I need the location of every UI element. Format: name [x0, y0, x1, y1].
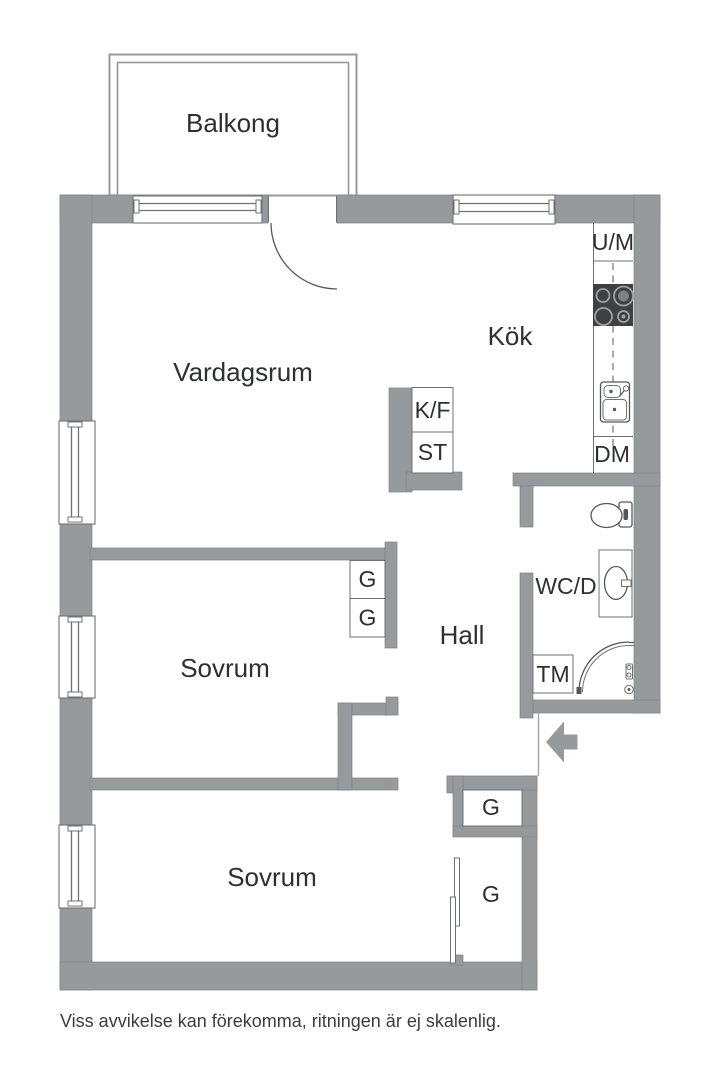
- dm-label: DM: [594, 441, 630, 467]
- kitchen-wc-wall: [512, 472, 661, 487]
- wardrobes: [349, 560, 523, 964]
- hall-west-lower-nub: [385, 696, 399, 716]
- wardrobe-label-2: G: [359, 605, 377, 631]
- balcony-window: [132, 195, 263, 224]
- bedroom-bottom-window: [58, 824, 96, 909]
- footer-disclaimer: Viss avvikelse kan förekomma, ritningen …: [60, 1011, 501, 1031]
- washbasin-icon: [598, 549, 633, 618]
- lower-right-wall: [521, 775, 538, 991]
- wardrobe-box-2: [349, 598, 386, 638]
- shower-door-handle: [576, 687, 582, 694]
- pantry-cabinets: [411, 387, 454, 474]
- entrance: [537, 713, 578, 776]
- fridge-freezer-box: [411, 387, 454, 433]
- windows: [58, 194, 556, 909]
- bottom-wall: [59, 961, 538, 991]
- kitchen-sink: [599, 381, 631, 423]
- hall-closet-box: [462, 789, 523, 827]
- balcony-door: [268, 196, 338, 290]
- hall-closet-bottom-wall: [452, 825, 538, 838]
- wc-south-wall: [532, 699, 661, 714]
- bedroom-mid-window: [58, 615, 96, 699]
- sliding-doors: [450, 857, 460, 964]
- kitchen-window: [452, 194, 556, 225]
- hall-east-wall: [519, 572, 534, 719]
- wardrobe-label-3: G: [482, 794, 500, 820]
- wc-fixtures: [532, 501, 634, 695]
- livingroom-bedroom-wall: [89, 547, 386, 561]
- interior-walls: [89, 387, 661, 966]
- bedroom-mid-label: Sovrum: [180, 653, 270, 683]
- toilet-icon: [590, 501, 633, 529]
- burner-dot: [621, 314, 626, 319]
- st-label: ST: [418, 439, 447, 465]
- faucet-icon: [622, 385, 630, 392]
- wc-door-stub: [519, 485, 534, 528]
- tm-label: TM: [536, 661, 569, 687]
- kitchen-label: Kök: [488, 321, 534, 351]
- wardrobe-label-4: G: [482, 881, 500, 907]
- wardrobe-label-1: G: [359, 566, 377, 592]
- wc-label: WC/D: [535, 573, 596, 599]
- shower-icon: [576, 641, 634, 695]
- hall-label: Hall: [440, 620, 485, 650]
- pantry-wall-foot: [405, 471, 463, 491]
- room-labels: Vardagsrum Kök Hall Sovrum Sovrum WC/D U…: [173, 229, 634, 907]
- bedroom-divider-wall: [89, 777, 399, 791]
- burner-center: [618, 290, 629, 302]
- um-label: U/M: [592, 229, 634, 255]
- shower-drain: [624, 684, 634, 695]
- livingroom-window: [58, 420, 96, 525]
- hall-west-lower-stub: [337, 702, 353, 791]
- balcony-label: Balkong: [186, 108, 280, 138]
- hall-west-upper-stub: [384, 541, 398, 649]
- bedroom-bottom-label: Sovrum: [227, 862, 317, 892]
- washing-machine-box: [532, 654, 574, 694]
- right-wall: [633, 194, 661, 714]
- cleaning-closet-box: [411, 431, 454, 474]
- livingroom-label: Vardagsrum: [173, 357, 313, 387]
- door-swing-arc: [270, 222, 338, 290]
- entrance-arrow-icon: [546, 721, 578, 763]
- kf-label: K/F: [415, 397, 451, 423]
- kitchen-counter: [593, 223, 634, 473]
- stove: [593, 284, 634, 326]
- balcony: Balkong: [108, 53, 358, 197]
